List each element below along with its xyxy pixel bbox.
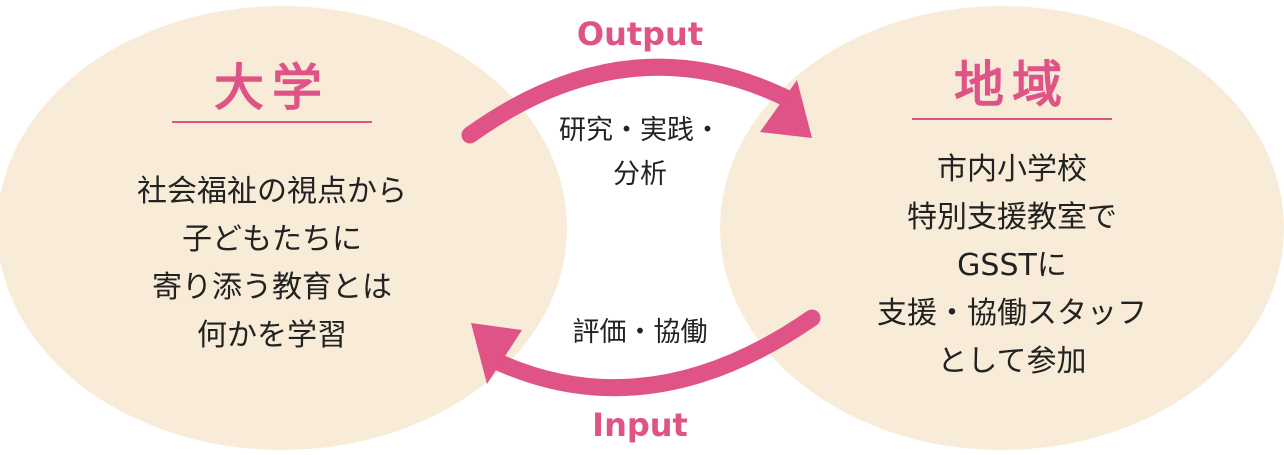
input-arrow-line [489,309,821,397]
community-title: 地域 [954,56,1070,114]
community-title-rule [912,118,1112,120]
output-description: 研究・実践・ 分析 [559,115,721,190]
output-label: Output [576,15,704,53]
input-description: 評価・協働 [572,317,708,348]
output-arrow-head [760,80,812,138]
input-label: Input [592,406,688,444]
university-circle [0,6,567,450]
input-arrow-head [471,323,522,384]
university-description: 社会福祉の視点から 子どもたちに 寄り添う教育とは 何かを学習 [137,174,407,353]
community-circle [720,6,1284,450]
output-arrow-line [461,58,799,144]
community-description: 市内小学校 特別支援教室で GSSTに 支援・協働スタッフ として参加 [877,152,1147,379]
university-title-rule [172,121,372,123]
university-title: 大学 [214,59,330,117]
